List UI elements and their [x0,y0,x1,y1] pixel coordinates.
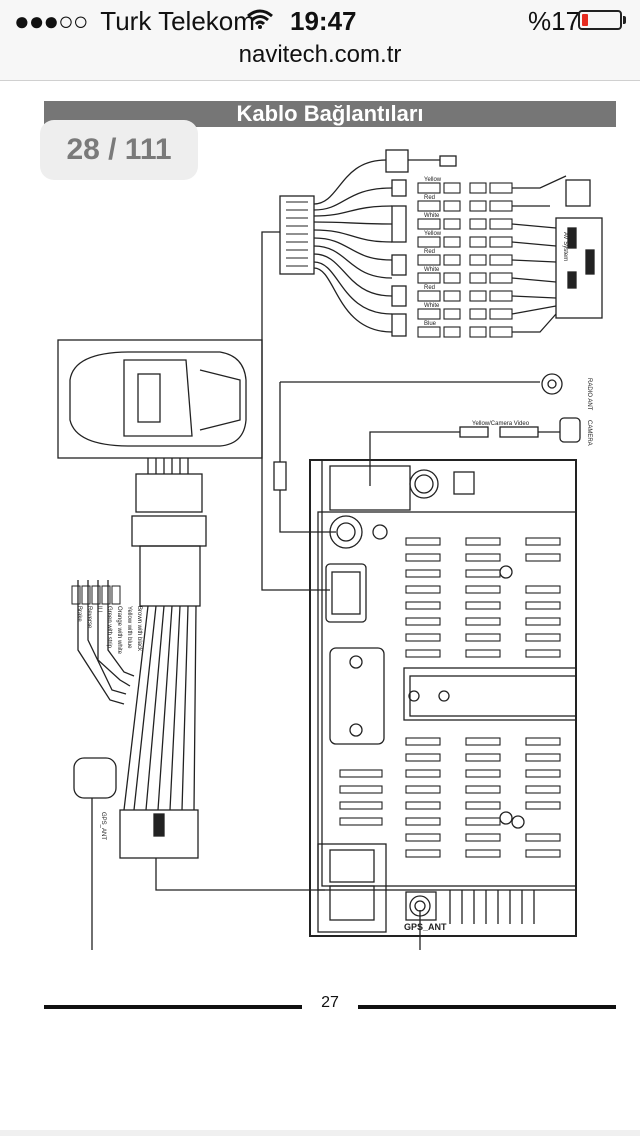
cable-label-2: Red [424,195,435,201]
carrier-name: Turk Telekom [100,6,255,36]
cable-label-1: Yellow [424,177,442,183]
page-counter-badge: 28 / 111 [40,120,198,180]
wire-label-5: Orange with white [116,606,122,655]
signal-strength-icon: ●●●○○ [14,6,89,36]
wifi-icon [247,9,273,29]
cable-label-5: Red [424,249,435,255]
battery-level [582,14,588,26]
gps-ant-module-label: GPS_ANT [100,812,106,840]
battery-nub [623,16,626,24]
cable-label-6: White [424,267,440,273]
camera-label: CAMERA [586,420,592,446]
wire-label-1: Brake [76,606,82,622]
url-text[interactable]: navitech.com.tr [238,41,402,68]
gps-ant-label: GPS_ANT [404,922,447,932]
bottom-toolbar-edge [0,1130,640,1136]
page-number: 27 [321,994,339,1011]
address-bar[interactable]: navitech.com.tr [0,40,640,81]
battery-percentage: %17 [528,6,581,36]
cable-label-9: Blue [424,321,437,327]
footer-divider-left [44,1005,302,1009]
wire-label-6: Yellow with blue [126,606,132,649]
radio-ant-label: RADIO ANT [586,378,592,411]
cable-label-7: Red [424,285,435,291]
battery-icon [578,10,622,30]
camera-cable-label: Yellow/Camera Video [472,421,530,427]
status-bar: ●●●○○ Turk Telekom 19:47 %17 [0,0,640,40]
wire-label-3: ILL [96,606,102,615]
footer-divider-right [358,1005,616,1009]
carrier-info: ●●●○○ Turk Telekom [14,6,255,37]
av-system-label: AV System [562,232,568,261]
wire-label-2: Reverse [86,606,92,629]
wire-label-7: Brown with black [136,606,142,652]
wiring-diagram: Yellow Red White Yellow Red White Red Wh… [57,149,603,950]
wire-label-4: Green with strip [106,606,112,649]
clock: 19:47 [290,6,357,36]
cable-label-4: Yellow [424,231,442,237]
cable-label-8: White [424,303,440,309]
cable-label-3: White [424,213,440,219]
